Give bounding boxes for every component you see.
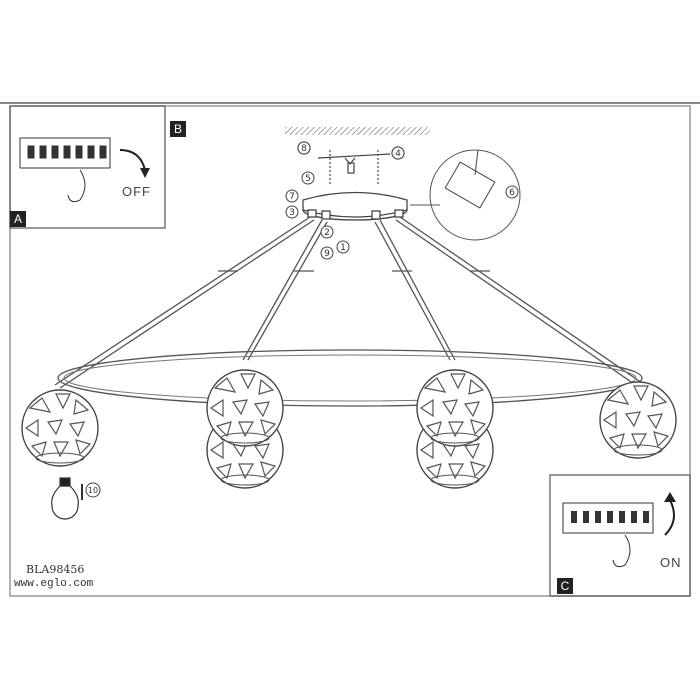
step-4: 4 [395,149,401,159]
suspension-rods [54,216,646,389]
ring [57,349,643,407]
step-8: 8 [301,144,307,154]
globe-shade [206,369,284,447]
canopy [302,191,408,221]
panel-a-label: A [10,211,26,227]
step-6: 6 [509,188,515,198]
model-number: BLA98456 [26,563,85,576]
panel-on [549,474,691,597]
panel-c-label: C [557,578,573,594]
step-numbers: 1 2 3 4 5 6 7 8 9 10 [85,141,519,498]
panel-b-label: B [170,121,186,137]
frame [9,105,691,597]
ceiling [285,127,430,135]
step-5: 5 [305,174,311,184]
step-1: 1 [340,243,346,253]
breaker-off-icon [19,137,150,203]
step-10: 10 [88,486,98,495]
on-label: ON [660,555,682,570]
step-3: 3 [289,208,295,218]
globe-shade [599,381,677,459]
step-9: 9 [324,249,330,259]
detail-callout [429,149,521,241]
bulb-icon [51,477,83,520]
globe-shade [21,389,99,467]
panel-off [9,105,166,229]
breaker-on-icon [562,492,676,568]
off-label: OFF [122,184,151,199]
step-7: 7 [289,192,295,202]
website: www.eglo.com [14,578,94,590]
globe-shade [416,369,494,447]
step-2: 2 [324,228,330,238]
